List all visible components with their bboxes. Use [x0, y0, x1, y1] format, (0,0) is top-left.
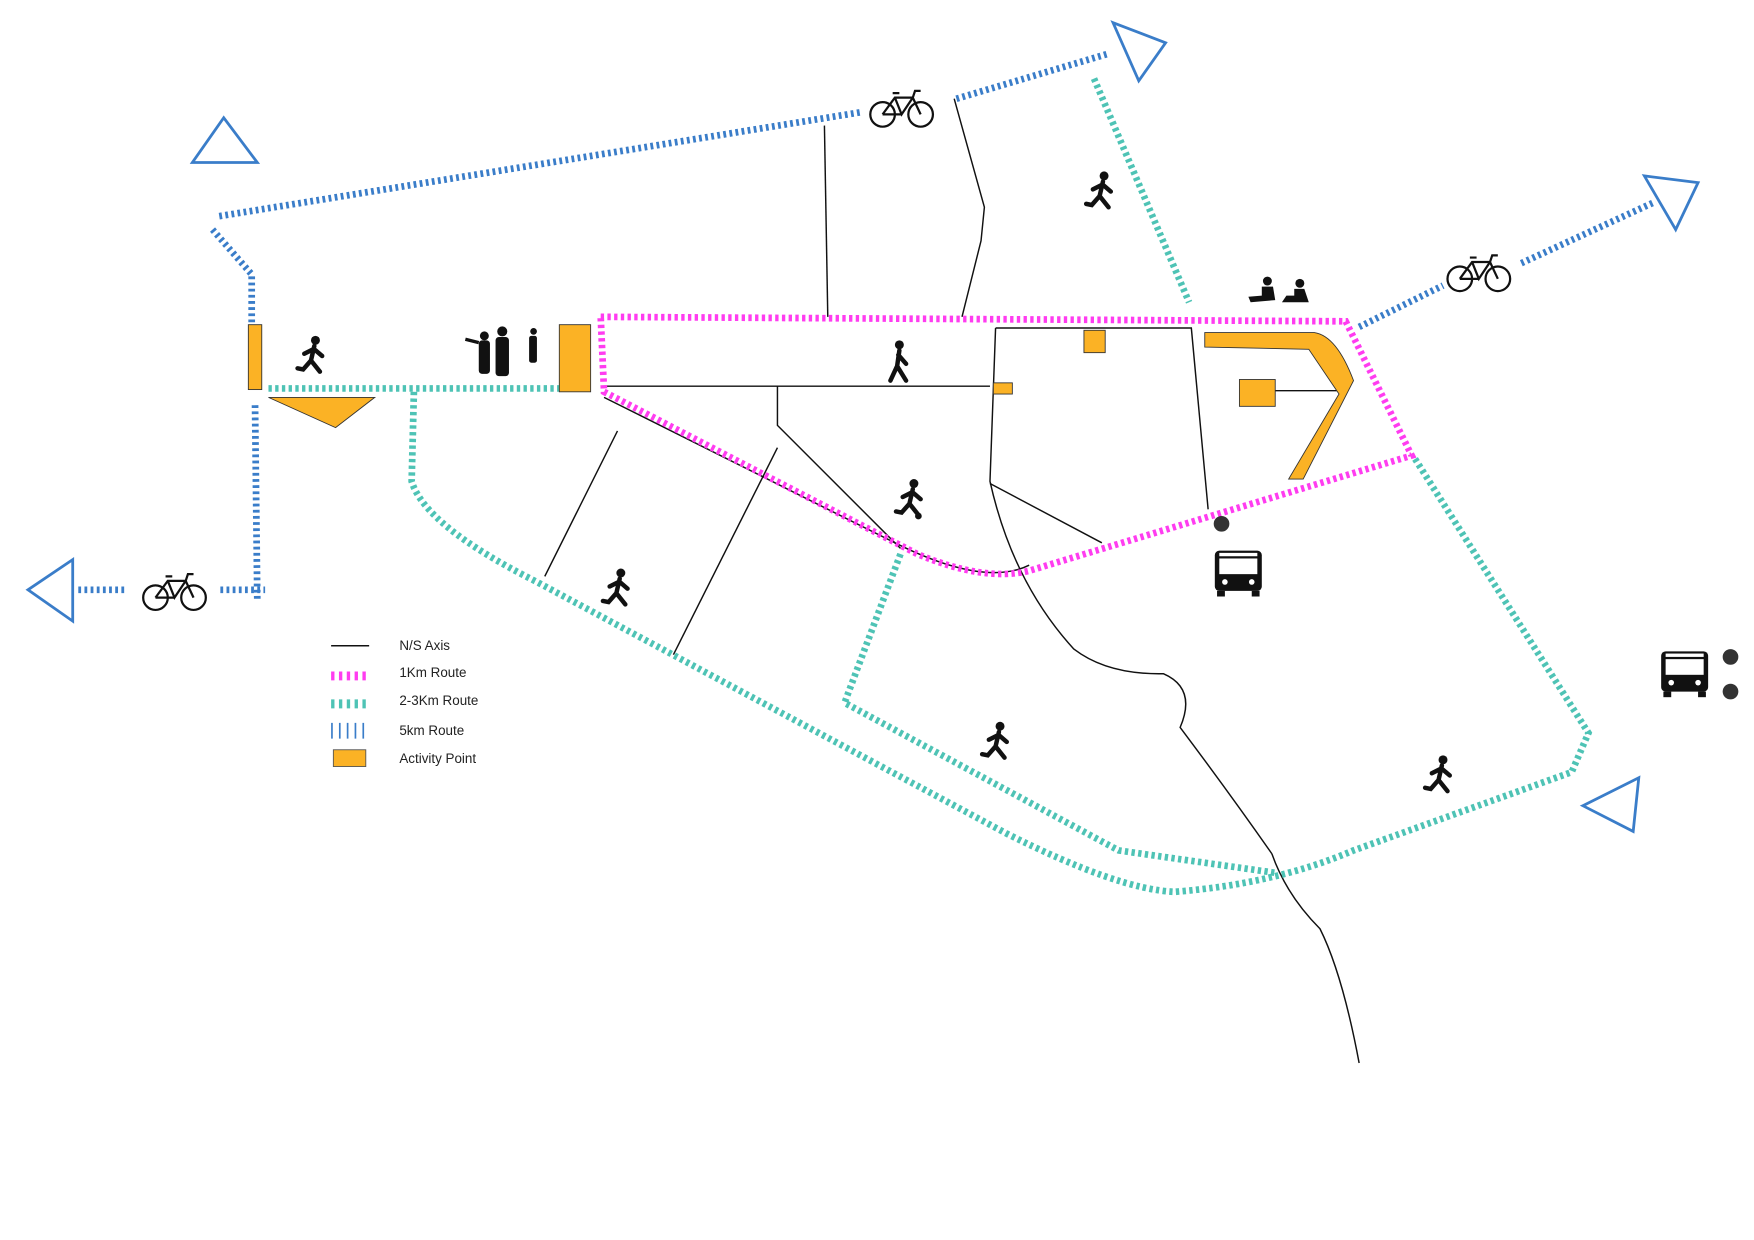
- legend-label: 2-3Km Route: [399, 693, 478, 708]
- legend: N/S Axis 1Km Route 2-3Km Route 5km Route…: [331, 638, 478, 767]
- walker-icon: [888, 340, 909, 383]
- skater-icon: [298, 336, 323, 372]
- bicycle-icon: [142, 573, 207, 612]
- route-5km: [78, 50, 1657, 599]
- runner-icon: [1086, 171, 1111, 207]
- direction-arrow-icon: [25, 20, 1701, 834]
- bus-icon: [1661, 651, 1709, 698]
- bus-stop-dot-icon: [1213, 515, 1739, 700]
- route-2-3km: [268, 77, 1593, 896]
- legend-label: 1Km Route: [399, 665, 466, 680]
- people-group-icon: [464, 326, 537, 377]
- bicycle-icon: [1446, 254, 1512, 293]
- legend-label: 5km Route: [399, 723, 464, 738]
- runner-icon: [1425, 755, 1450, 791]
- football-player-icon: [896, 479, 921, 515]
- bus-icon: [1214, 550, 1262, 597]
- legend-label: N/S Axis: [399, 638, 450, 653]
- ball-icon: [915, 512, 922, 520]
- runner-icon: [603, 569, 628, 605]
- bicycle-icon: [869, 89, 935, 128]
- sitting-people-icon: [1248, 276, 1309, 303]
- legend-activity-swatch: [332, 749, 367, 767]
- runner-icon: [982, 722, 1007, 758]
- legend-label: Activity Point: [399, 751, 476, 766]
- activity-points: [247, 324, 1355, 480]
